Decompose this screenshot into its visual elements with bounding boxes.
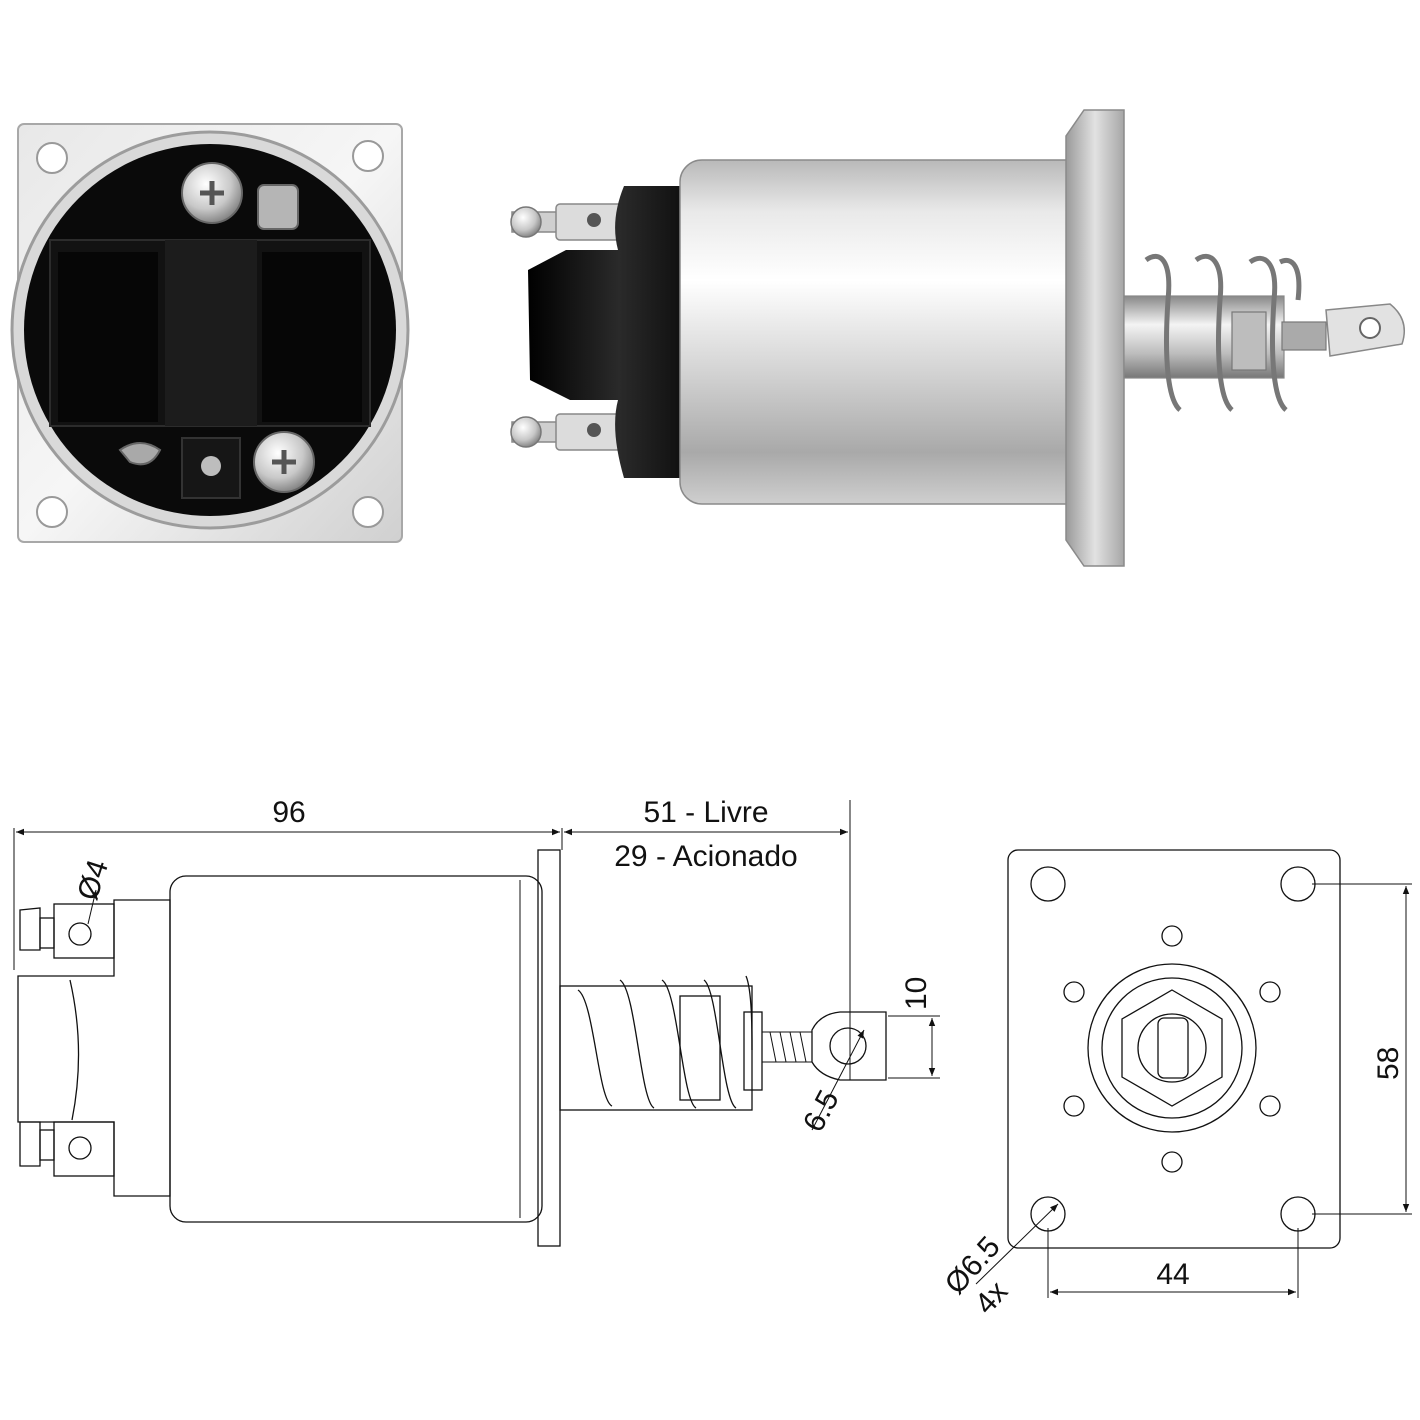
mount-hole [1030,866,1066,902]
plunger-slot [1157,1017,1189,1079]
hex-nut [679,995,721,1101]
threaded-stud [762,1031,812,1063]
eye-hole [829,1027,867,1065]
terminal-stud [39,1129,55,1161]
eye-hole [1359,317,1381,339]
mounting-flange [1065,109,1125,567]
mount-hole [1280,866,1316,902]
terminal-hole [68,1136,92,1160]
small-hole [1161,1151,1183,1173]
plunger-housing [559,985,753,1111]
cap-recess [58,252,158,422]
terminal-screw [19,1121,41,1167]
mount-hole [1280,1196,1316,1232]
dim-stroke-free: 51 - Livre [643,796,768,829]
plunger-face [1137,1013,1207,1083]
dim-mount-spacing-v: 58 [1372,1047,1405,1080]
dim-eye-hole: 6.5 [797,1085,846,1137]
leader-line [811,1029,865,1131]
cap-curve [69,979,80,1121]
terminal-screw [19,907,41,951]
terminal-screw-icon [510,206,542,238]
small-hole [1063,981,1085,1003]
terminal-lug [53,1121,115,1177]
terminal-screw-icon [510,416,542,448]
leader-line [87,889,98,925]
drawing-side-view: 96 51 - Livre 29 - Acionado Ø4 [13,796,940,1247]
terminal-hole [68,922,92,946]
terminal-stud [39,917,55,949]
return-spring [577,975,753,1109]
hex-nut-front [1121,989,1223,1107]
lug-hole [587,213,601,227]
terminal-cap [528,186,710,478]
mounting-plate-outline [1007,849,1341,1249]
leader-line [975,1203,1059,1285]
dim-terminal-hole: Ø4 [71,856,115,904]
dim-eye-height: 10 [900,977,933,1010]
cross-slot-icon [272,450,296,474]
cap-rib [165,240,257,426]
hex-nut [1231,311,1267,371]
mount-hole [36,142,68,174]
photo-front-view [10,123,410,543]
rivet-icon [201,456,221,476]
small-hole [1063,1095,1085,1117]
dim-overall-length: 96 [272,796,305,829]
mounting-flange-outline [537,849,561,1247]
photo-side-view [510,109,1405,567]
threaded-stud [1281,321,1327,351]
housing-ring-outer [1087,963,1257,1133]
small-hole [1259,981,1281,1003]
cap-recess [262,252,362,422]
solenoid-body [679,159,1095,505]
mount-hole [36,496,68,528]
mount-hole [352,140,384,172]
terminal-lug [53,903,115,959]
eye-terminal-outline [811,1011,887,1081]
lock-nut [743,1011,763,1091]
small-hole [1259,1095,1281,1117]
return-spring [1144,253,1302,412]
mount-hole [352,496,384,528]
solenoid-body-outline [169,875,543,1223]
cross-slot-icon [200,181,224,205]
dim-stroke-actuated: 29 - Acionado [614,840,797,873]
small-hole [1161,925,1183,947]
wire-solder [118,442,162,466]
drawing-front-view: 58 44 Ø6.5 4x [939,849,1412,1321]
spade-terminal [257,184,299,230]
housing-ring-inner [1101,977,1243,1119]
dim-mount-spacing-h: 44 [1156,1258,1189,1291]
terminal-cap-outline [17,899,171,1197]
lug-hole [587,423,601,437]
